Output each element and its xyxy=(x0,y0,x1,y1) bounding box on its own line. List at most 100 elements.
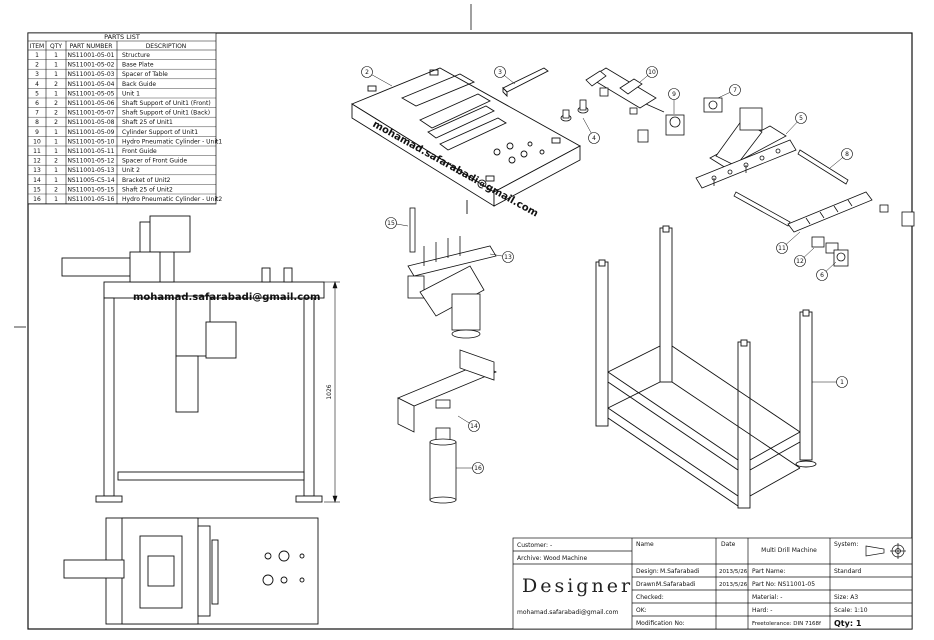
callout-number: 16 xyxy=(474,465,482,472)
cylinder-unit1-10 xyxy=(585,67,665,115)
parts-list-cell: 2 xyxy=(54,119,58,126)
front-view-email: mohamad.safarabadi@gmail.com xyxy=(133,292,320,303)
scale-label: Scale: 1:10 xyxy=(834,607,868,614)
parts-list-cell: 1 xyxy=(54,71,58,78)
callout-number: 11 xyxy=(778,245,786,252)
material-label: Material: - xyxy=(752,594,782,601)
callout-number: 12 xyxy=(796,258,804,265)
drawing-title: Multi Drill Machine xyxy=(761,547,817,554)
parts-list-cell: NS11001-05-16 xyxy=(68,196,115,203)
unit1-5 xyxy=(695,107,797,189)
parts-list-cell: Hydro Pneumatic Cylinder - Unit2 xyxy=(122,196,222,203)
design-name: M.Safarabadi xyxy=(660,568,700,575)
parts-list-cell: NS11001-05-08 xyxy=(68,119,115,126)
spacer-bar-3 xyxy=(502,67,549,98)
parts-list-cell: NS11001-05-09 xyxy=(68,129,115,136)
sheet-border xyxy=(27,32,913,630)
parts-list-cell: Base Plate xyxy=(122,62,154,69)
parts-list-cell: 1 xyxy=(54,138,58,145)
cylinder-unit2-16 xyxy=(429,427,457,504)
parts-list-cell: NS11001-05-15 xyxy=(68,186,115,193)
parts-list-cell: 13 xyxy=(33,167,41,174)
parts-list-cell: NS11001-05-04 xyxy=(68,81,115,88)
parts-list-cell: 16 xyxy=(33,196,41,203)
parts-list-cell: NS11005-C5-14 xyxy=(67,177,115,184)
parts-list-cell: Front Guide xyxy=(122,148,157,155)
callout-balloon xyxy=(794,255,806,267)
parts-list-header: ITEM xyxy=(30,43,44,50)
callout-balloon xyxy=(836,376,848,388)
top-view xyxy=(63,517,319,625)
hard-label: Hard: - xyxy=(752,607,772,614)
callout-balloon xyxy=(385,217,397,229)
checked-label: Checked: xyxy=(636,594,664,601)
parts-list-cell: 9 xyxy=(35,129,39,136)
parts-list-cell: 15 xyxy=(33,186,41,193)
callout-number: 1 xyxy=(840,379,844,386)
callout-number: 9 xyxy=(672,91,676,98)
parts-list-cell: 10 xyxy=(33,138,41,145)
parts-list-cell: 5 xyxy=(35,90,39,97)
callout-number: 10 xyxy=(648,69,656,76)
callout-number: 8 xyxy=(845,151,849,158)
parts-list-cell: Hydro Pneumatic Cylinder - Unit1 xyxy=(122,138,222,145)
parts-list-cell: NS11001-05-01 xyxy=(68,52,115,59)
name-column-header: Name xyxy=(636,541,654,548)
parts-list-cell: Cylinder Support of Unit1 xyxy=(122,129,198,136)
parts-list-cell: NS11001-05-03 xyxy=(68,71,115,78)
parts-list-cell: NS11001-05-12 xyxy=(68,158,115,165)
callout-balloon xyxy=(668,88,680,100)
callout-number: 7 xyxy=(733,87,737,94)
parts-list-cell: NS11001-05-11 xyxy=(68,148,115,155)
parts-list-cell: 2 xyxy=(54,158,58,165)
parts-list-title: PARTS LIST xyxy=(104,33,140,41)
parts-list-cell: 7 xyxy=(35,110,39,117)
part-name-label: Part Name: xyxy=(752,568,785,575)
callout-balloon xyxy=(729,84,741,96)
callout-number: 15 xyxy=(387,220,395,227)
parts-list-header: QTY xyxy=(50,43,62,50)
parts-list-cell: Shaft Support of Unit1 (Front) xyxy=(122,100,211,107)
parts-list-header: DESCRIPTION xyxy=(146,43,187,50)
parts-list-cell: 1 xyxy=(54,167,58,174)
drawn-date: 2013/5/26 xyxy=(719,582,748,588)
callout-balloon xyxy=(776,242,788,254)
height-dimension-value: 1026 xyxy=(326,384,333,399)
callout-balloon xyxy=(646,66,658,78)
archive-label: Archive: Wood Machine xyxy=(517,555,587,562)
callout-number: 2 xyxy=(365,69,369,76)
height-dimension xyxy=(324,281,340,503)
callout-balloon xyxy=(472,462,484,474)
parts-list-cell: 8 xyxy=(35,119,39,126)
design-label: Design: xyxy=(636,568,659,575)
callout-balloon xyxy=(795,112,807,124)
drawn-name: M.Safarabadi xyxy=(656,581,696,588)
unit2-13 xyxy=(407,236,497,339)
parts-list-cell: 1 xyxy=(54,196,58,203)
callout-balloon xyxy=(841,148,853,160)
drawn-label: Drawn: xyxy=(636,581,658,588)
parts-list-cell: 1 xyxy=(35,52,39,59)
system-label: System: xyxy=(834,541,858,548)
designer-email: mohamad.safarabadi@gmail.com xyxy=(517,609,618,616)
title-block xyxy=(512,537,913,630)
back-guides-4 xyxy=(560,99,589,122)
parts-list-cell: 2 xyxy=(54,100,58,107)
parts-list-cell: 11 xyxy=(33,148,41,155)
parts-list-cell: Shaft 25 of Unit1 xyxy=(122,119,173,126)
ok-label: OK: xyxy=(636,607,647,614)
parts-list-cell: 1 xyxy=(54,52,58,59)
parts-list-cell: Spacer of Front Guide xyxy=(122,158,187,165)
spacers-front-guide-12 xyxy=(811,236,839,254)
parts-list-cell: Unit 2 xyxy=(122,167,140,174)
parts-list-cell: NS11001-05-06 xyxy=(68,100,115,107)
parts-list-cell: 2 xyxy=(54,186,58,193)
standard-label: Standard xyxy=(834,568,861,575)
modification-label: Modification No: xyxy=(636,620,685,627)
callout-balloon xyxy=(816,269,828,281)
callout-number: 4 xyxy=(592,135,596,142)
